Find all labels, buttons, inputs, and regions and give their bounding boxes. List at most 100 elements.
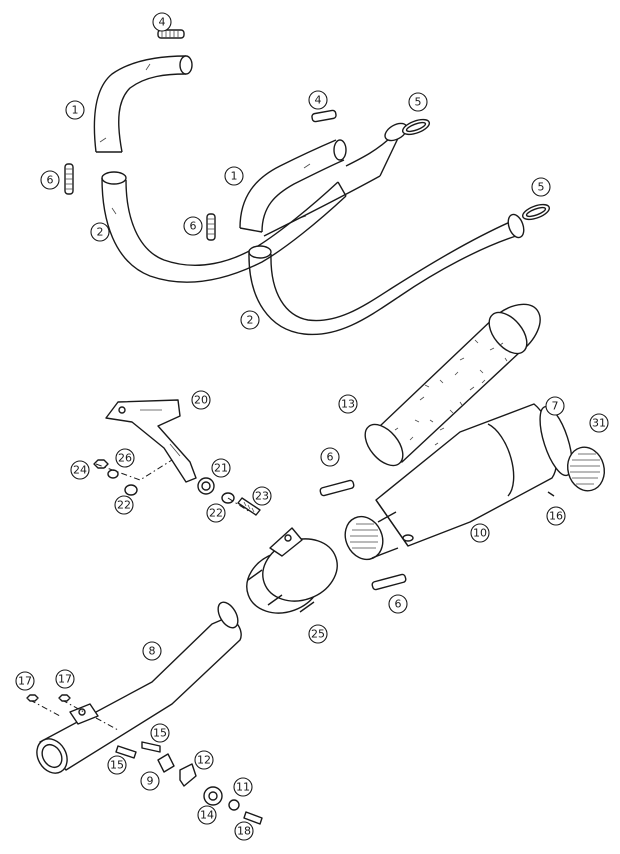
callout-number: 26 (118, 452, 132, 465)
callout-25: 25 (308, 624, 328, 644)
callout-21: 21 (211, 458, 231, 478)
callout-number: 14 (200, 809, 214, 822)
callout-number: 15 (110, 759, 124, 772)
callout-number: 10 (473, 527, 487, 540)
callout-17: 17 (15, 671, 35, 691)
callout-number: 4 (159, 16, 166, 29)
callout-10: 10 (470, 523, 490, 543)
spring-6-center (206, 213, 216, 241)
callout-number: 2 (247, 314, 254, 327)
callout-number: 22 (209, 507, 223, 520)
callout-1: 1 (224, 166, 244, 186)
callout-number: 6 (395, 598, 402, 611)
callout-26: 26 (115, 448, 135, 468)
header-pipe-1-center (239, 122, 408, 237)
bolt-15-lower (115, 745, 137, 759)
callout-number: 9 (147, 775, 154, 788)
callout-11: 11 (233, 777, 253, 797)
callout-22: 22 (114, 495, 134, 515)
spring-6-left (64, 163, 74, 195)
clamp-band-25 (246, 527, 338, 614)
callout-31: 31 (589, 413, 609, 433)
callout-number: 4 (315, 94, 322, 107)
washer-22-left (124, 484, 138, 496)
callout-16: 16 (546, 506, 566, 526)
callout-number: 6 (327, 451, 334, 464)
callout-8: 8 (142, 641, 162, 661)
callout-number: 25 (311, 628, 325, 641)
link-pipe-8 (36, 601, 242, 774)
callout-number: 18 (237, 825, 251, 838)
callout-9: 9 (140, 771, 160, 791)
callout-number: 1 (72, 104, 79, 117)
rubber-bushing-21 (197, 477, 215, 495)
grommet-14 (203, 786, 223, 806)
callout-18: 18 (234, 821, 254, 841)
callout-13: 13 (338, 394, 358, 414)
callout-23: 23 (252, 486, 272, 506)
callout-6: 6 (40, 170, 60, 190)
callout-number: 8 (149, 645, 156, 658)
bolt-15-upper (141, 741, 161, 753)
callout-15: 15 (107, 755, 127, 775)
callout-5: 5 (531, 177, 551, 197)
callout-number: 23 (255, 490, 269, 503)
callout-number: 22 (117, 499, 131, 512)
silencer-packing-13 (364, 303, 541, 467)
callout-number: 20 (194, 394, 208, 407)
callout-2: 2 (90, 222, 110, 242)
callout-4: 4 (308, 90, 328, 110)
callout-number: 17 (58, 673, 72, 686)
nut-24 (93, 459, 109, 469)
rivet-16 (547, 491, 555, 497)
callout-number: 31 (592, 417, 606, 430)
callout-24: 24 (70, 460, 90, 480)
callout-number: 12 (197, 754, 211, 767)
callout-4: 4 (152, 12, 172, 32)
callout-number: 17 (18, 675, 32, 688)
callout-number: 6 (190, 220, 197, 233)
callout-number: 1 (231, 170, 238, 183)
bolt-23 (237, 497, 261, 516)
spacer-9 (157, 753, 175, 773)
nut-17-left (26, 694, 39, 702)
clamp-5-upper (401, 118, 431, 136)
callout-15: 15 (150, 723, 170, 743)
callout-number: 24 (73, 464, 87, 477)
callout-6: 6 (388, 594, 408, 614)
callout-6: 6 (183, 216, 203, 236)
callout-2: 2 (240, 310, 260, 330)
callout-number: 11 (236, 781, 250, 794)
callout-number: 5 (538, 181, 545, 194)
callout-number: 15 (153, 727, 167, 740)
washer-11 (228, 799, 240, 811)
callout-number: 2 (97, 226, 104, 239)
header-pipe-2-left (101, 171, 347, 283)
callout-number: 21 (214, 462, 228, 475)
callout-20: 20 (191, 390, 211, 410)
spring-4-top (157, 29, 185, 39)
assembly-line-link (29, 699, 119, 731)
spring-4-center (311, 109, 337, 123)
end-cap-31 (567, 446, 605, 492)
callout-12: 12 (194, 750, 214, 770)
nut-17-right (58, 694, 71, 702)
header-pipe-2-right (248, 213, 525, 336)
spring-6-middle (319, 479, 355, 497)
callout-number: 5 (415, 96, 422, 109)
callout-5: 5 (408, 92, 428, 112)
spring-6-lower (371, 573, 407, 591)
callout-number: 13 (341, 398, 355, 411)
inlet-screen (344, 511, 399, 561)
mounting-bracket-20 (105, 399, 197, 483)
callout-1: 1 (65, 100, 85, 120)
washer-26 (107, 469, 119, 479)
header-pipe-1-left (93, 55, 193, 153)
assembly-line-bracket (95, 459, 251, 513)
clip-12 (179, 763, 197, 787)
callout-7: 7 (545, 396, 565, 416)
callout-17: 17 (55, 669, 75, 689)
bolt-18 (243, 811, 263, 825)
callout-number: 6 (47, 174, 54, 187)
